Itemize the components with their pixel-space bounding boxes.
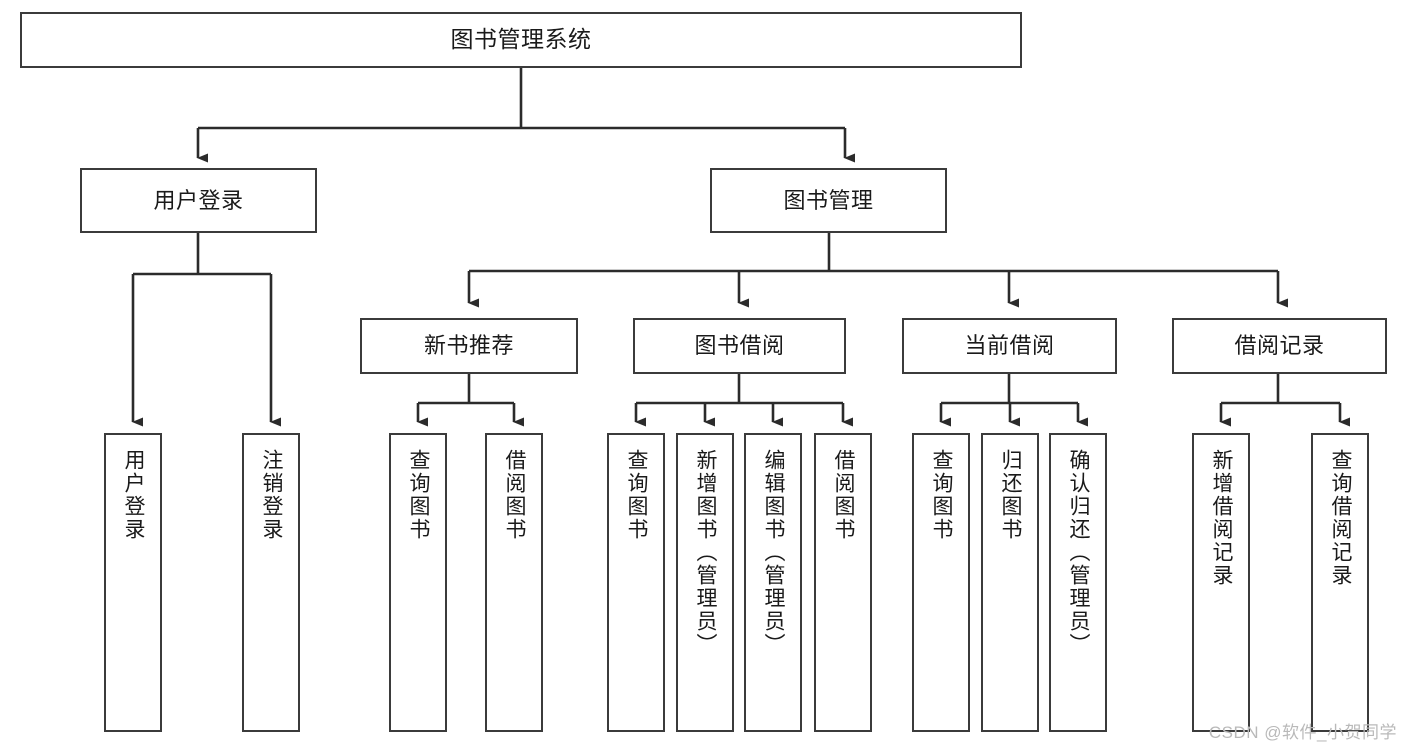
node-leaf-add-book[interactable]: 新增图书（管理员） [676,433,734,732]
node-current-borrow[interactable]: 当前借阅 [902,318,1117,374]
node-leaf-confirm-return-label: 确认归还（管理员） [1067,449,1091,656]
node-leaf-add-book-label: 新增图书（管理员） [694,449,718,656]
node-leaf-query-book-3-label: 查询图书 [930,449,954,541]
node-user-login-label: 用户登录 [153,187,244,213]
node-leaf-user-login-label: 用户登录 [122,449,146,541]
node-leaf-add-record-label: 新增借阅记录 [1210,449,1234,587]
node-leaf-borrow-book-1[interactable]: 借阅图书 [485,433,543,732]
node-leaf-borrow-book-1-label: 借阅图书 [503,449,527,541]
node-root-label: 图书管理系统 [450,26,592,53]
node-leaf-add-record[interactable]: 新增借阅记录 [1192,433,1250,732]
node-leaf-borrow-book-2-label: 借阅图书 [832,449,856,541]
node-leaf-confirm-return[interactable]: 确认归还（管理员） [1049,433,1107,732]
node-root[interactable]: 图书管理系统 [20,12,1022,68]
node-leaf-logout-login-label: 注销登录 [260,449,284,541]
node-leaf-query-record-label: 查询借阅记录 [1329,449,1353,587]
node-book-manage[interactable]: 图书管理 [710,168,947,233]
node-borrow-record-label: 借阅记录 [1234,333,1325,359]
node-leaf-user-login[interactable]: 用户登录 [104,433,162,732]
node-leaf-return-book[interactable]: 归还图书 [981,433,1039,732]
node-leaf-query-book-3[interactable]: 查询图书 [912,433,970,732]
csdn-watermark: CSDN @软件_小贺同学 [1208,723,1397,742]
node-book-borrow-label: 图书借阅 [694,333,785,359]
node-leaf-edit-book[interactable]: 编辑图书（管理员） [744,433,802,732]
node-leaf-borrow-book-2[interactable]: 借阅图书 [814,433,872,732]
node-book-borrow[interactable]: 图书借阅 [633,318,846,374]
node-current-borrow-label: 当前借阅 [964,333,1055,359]
node-leaf-query-book-2-label: 查询图书 [625,449,649,541]
node-leaf-query-book-2[interactable]: 查询图书 [607,433,665,732]
node-user-login[interactable]: 用户登录 [80,168,317,233]
node-new-book-recommend-label: 新书推荐 [423,333,514,359]
node-leaf-query-record[interactable]: 查询借阅记录 [1311,433,1369,732]
node-leaf-query-book-1-label: 查询图书 [407,449,431,541]
node-leaf-return-book-label: 归还图书 [999,449,1023,541]
node-leaf-edit-book-label: 编辑图书（管理员） [762,449,786,656]
node-book-manage-label: 图书管理 [783,187,874,213]
node-borrow-record[interactable]: 借阅记录 [1172,318,1387,374]
node-leaf-logout-login[interactable]: 注销登录 [242,433,300,732]
node-new-book-recommend[interactable]: 新书推荐 [360,318,578,374]
node-leaf-query-book-1[interactable]: 查询图书 [389,433,447,732]
